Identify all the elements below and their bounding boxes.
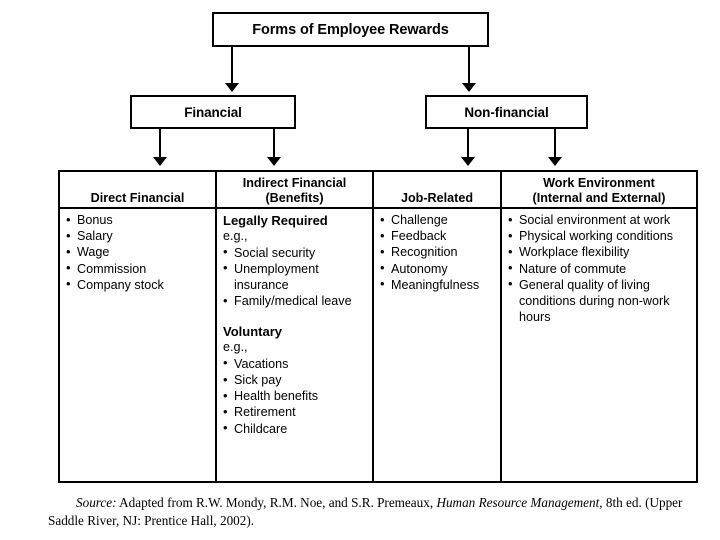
source-note: Source: Adapted from R.W. Mondy, R.M. No…	[48, 494, 708, 529]
list-item: Salary	[66, 228, 211, 244]
connector-line-financial-to-direct	[159, 129, 161, 157]
connector-line-financial-to-indirect	[273, 129, 275, 157]
connector-line-title-to-nonfinancial	[468, 47, 470, 83]
list-item: Retirement	[223, 404, 368, 420]
list-item: Challenge	[380, 211, 496, 228]
node-financial: Financial	[130, 95, 296, 129]
list-item: Recognition	[380, 244, 496, 260]
rewards-table: Direct Financial Bonus Salary Wage Commi…	[58, 170, 698, 483]
column-header-line2: (Internal and External)	[532, 190, 666, 205]
list-item: Unemployment insurance	[223, 260, 368, 293]
column-header-line1: Direct Financial	[90, 190, 185, 205]
column-header-work-environment: Work Environment (Internal and External)	[502, 172, 696, 209]
column-header-line2: (Benefits)	[265, 190, 324, 205]
list-voluntary: Vacations Sick pay Health benefits Retir…	[223, 355, 368, 437]
list-item: Sick pay	[223, 372, 368, 388]
list-job-related: Challenge Feedback Recognition Autonomy …	[380, 211, 496, 293]
connector-arrow-nonfinancial-to-workenv	[548, 157, 562, 166]
column-body-work-environment: Social environment at work Physical work…	[502, 209, 696, 481]
list-item: Feedback	[380, 228, 496, 244]
connector-arrow-title-to-financial	[225, 83, 239, 92]
list-item: Health benefits	[223, 388, 368, 404]
node-title-label: Forms of Employee Rewards	[252, 21, 449, 38]
list-work-environment: Social environment at work Physical work…	[508, 211, 692, 326]
connector-line-nonfinancial-to-job	[467, 129, 469, 157]
list-item: Meaningfulness	[380, 276, 496, 293]
connector-line-title-to-financial	[231, 47, 233, 83]
list-item: Commission	[66, 260, 211, 277]
connector-arrow-nonfinancial-to-job	[461, 157, 475, 166]
list-item: Nature of commute	[508, 260, 692, 277]
list-item: Childcare	[223, 420, 368, 437]
list-item: Physical working conditions	[508, 228, 692, 244]
node-financial-label: Financial	[184, 104, 242, 120]
column-body-job-related: Challenge Feedback Recognition Autonomy …	[374, 209, 500, 481]
connector-arrow-financial-to-indirect	[267, 157, 281, 166]
column-header-line1: Job-Related	[400, 190, 474, 205]
subgroup-title-voluntary: Voluntary	[223, 324, 282, 340]
list-item: Company stock	[66, 276, 211, 293]
list-item: Social environment at work	[508, 211, 692, 228]
source-italic-title: Human Resource Management,	[436, 495, 603, 510]
column-header-job-related: Job-Related	[374, 172, 500, 209]
source-indent	[48, 495, 76, 510]
column-header-line1: Indirect Financial	[242, 176, 347, 190]
list-item: Family/medical leave	[223, 293, 368, 309]
column-body-direct-financial: Bonus Salary Wage Commission Company sto…	[60, 209, 215, 481]
column-indirect-financial: Indirect Financial (Benefits) Legally Re…	[217, 172, 374, 481]
connector-arrow-financial-to-direct	[153, 157, 167, 166]
connector-line-nonfinancial-to-workenv	[554, 129, 556, 157]
column-header-direct-financial: Direct Financial	[60, 172, 215, 209]
list-item: Autonomy	[380, 260, 496, 277]
column-direct-financial: Direct Financial Bonus Salary Wage Commi…	[60, 172, 217, 481]
column-job-related: Job-Related Challenge Feedback Recogniti…	[374, 172, 502, 481]
node-nonfinancial: Non-financial	[425, 95, 588, 129]
node-nonfinancial-label: Non-financial	[464, 104, 549, 120]
list-item: Vacations	[223, 355, 368, 372]
list-direct-financial: Bonus Salary Wage Commission Company sto…	[66, 211, 211, 293]
list-item: Bonus	[66, 211, 211, 228]
subgroup-title-legally-required: Legally Required	[223, 213, 328, 228]
list-item: General quality of living conditions dur…	[508, 276, 692, 326]
subgroup-eg-voluntary: e.g.,	[223, 340, 248, 355]
list-item: Wage	[66, 244, 211, 260]
list-item: Workplace flexibility	[508, 244, 692, 260]
source-label: Source:	[76, 495, 117, 510]
connector-arrow-title-to-nonfinancial	[462, 83, 476, 92]
source-text-before: Adapted from R.W. Mondy, R.M. Noe, and S…	[116, 495, 437, 510]
node-forms-of-employee-rewards: Forms of Employee Rewards	[212, 12, 489, 47]
column-header-indirect-financial: Indirect Financial (Benefits)	[217, 172, 372, 209]
subgroup-eg-legally-required: e.g.,	[223, 229, 248, 243]
column-work-environment: Work Environment (Internal and External)…	[502, 172, 696, 481]
column-body-indirect-financial: Legally Required e.g., Social security U…	[217, 209, 372, 481]
list-legally-required: Social security Unemployment insurance F…	[223, 244, 368, 310]
source-text-after: 8th ed. (Upper Saddle River, NJ: Prentic…	[48, 495, 683, 528]
column-header-line1: Work Environment	[543, 176, 655, 190]
spacer	[223, 309, 368, 323]
list-item: Social security	[223, 244, 368, 261]
